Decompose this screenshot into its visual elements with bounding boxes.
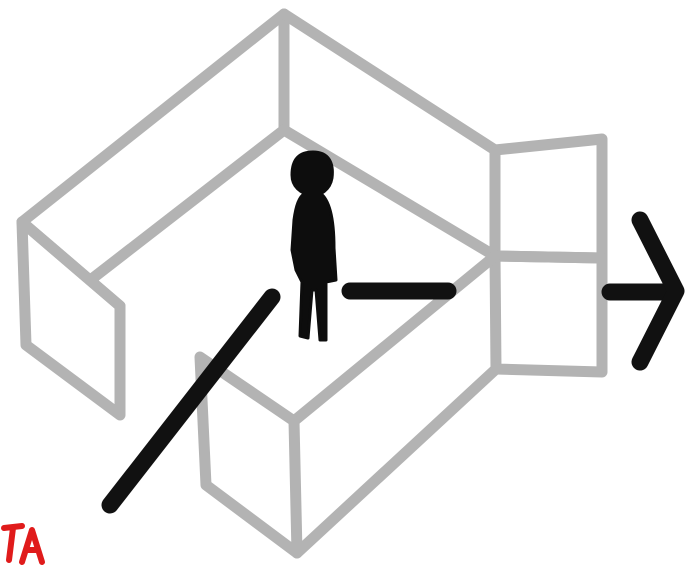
door-frame-upper (489, 133, 608, 264)
person-figure (290, 150, 338, 342)
person-body (290, 191, 338, 342)
signature-a (19, 527, 45, 565)
right-back-wall (278, 8, 501, 156)
wall-outlines (16, 8, 608, 559)
front-block-face (194, 351, 303, 559)
left-front-panel (16, 216, 126, 421)
door-frame-lower (489, 250, 608, 378)
person-head (290, 150, 334, 197)
front-diagonal-wall-base (291, 363, 502, 559)
left-back-wall (16, 8, 290, 284)
right-back-wall-base (278, 124, 501, 262)
path-left-diagonal (101, 288, 281, 514)
artist-signature (1, 523, 45, 565)
arrow-path (101, 211, 685, 514)
arrowhead-icon (631, 211, 685, 371)
signature-t (1, 523, 25, 563)
front-diagonal-wall (288, 250, 501, 427)
